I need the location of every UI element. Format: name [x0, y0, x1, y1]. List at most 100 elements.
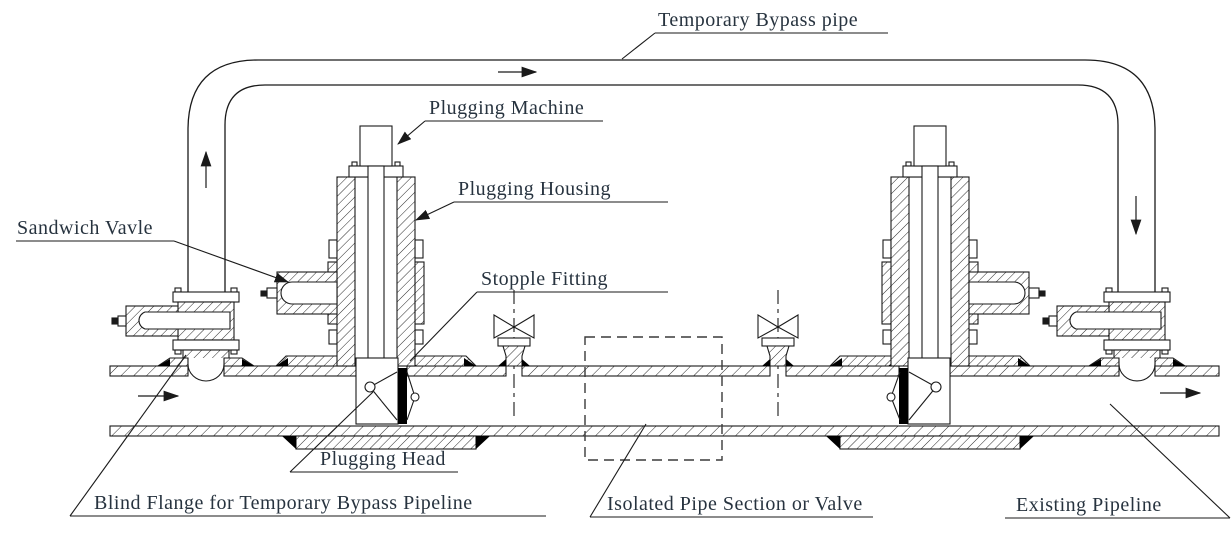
riser-bolt — [230, 287, 238, 293]
machine-bolt — [948, 161, 955, 167]
plugging-head-seal — [398, 368, 407, 424]
housing-side-flange — [414, 329, 424, 345]
stopple-fitting-sleeve — [839, 435, 1021, 450]
label-existing-pipeline: Existing Pipeline — [1016, 494, 1162, 516]
pipe-wall — [1154, 365, 1220, 377]
riser-bolt — [1105, 349, 1113, 355]
valve-bowtie-icon — [757, 314, 780, 339]
riser-lower-flange — [1103, 339, 1171, 351]
weld-bead — [476, 436, 490, 449]
weld-bead — [522, 359, 530, 366]
riser-bolt — [230, 349, 238, 355]
weld-bead — [762, 359, 770, 366]
riser-valve-stem-tip — [111, 317, 119, 325]
pipe-wall — [406, 365, 507, 377]
label-blind-flange: Blind Flange for Temporary Bypass Pipeli… — [94, 492, 473, 514]
head-linkage — [369, 386, 398, 421]
weld-bead — [1018, 358, 1030, 366]
plugging-rod — [367, 165, 385, 369]
head-pivot — [410, 392, 420, 402]
bypass-pipe — [187, 59, 1156, 294]
riser-bolt — [1105, 287, 1113, 293]
riser-upper-flange — [172, 291, 240, 303]
weld-bead — [826, 436, 840, 449]
weld-bead — [282, 436, 296, 449]
bypass-pipe-inner-wall — [224, 84, 1119, 294]
valve-bowtie-icon — [512, 314, 535, 339]
housing-side-flange — [968, 329, 978, 345]
head-pivot — [364, 381, 376, 393]
head-pivot — [886, 392, 896, 402]
pipe-wall — [109, 365, 189, 377]
head-pivot — [930, 381, 942, 393]
housing-side-flange — [882, 239, 892, 259]
sandwich-valve-stem-tip — [1038, 290, 1046, 297]
head-linkage — [908, 386, 937, 421]
label-sandwich-valve: Sandwich Vavle — [17, 217, 154, 239]
sandwich-valve-stem — [266, 287, 278, 299]
right-plugging-assembly — [826, 125, 1046, 450]
leader-isolated-section — [589, 423, 647, 518]
riser-dome — [1118, 358, 1156, 382]
valve-bowtie-icon — [493, 314, 516, 339]
vent-flange — [497, 337, 531, 347]
riser-upper-flange — [1103, 291, 1171, 303]
leader-plugging-housing — [415, 201, 455, 221]
weld-bead — [1020, 436, 1034, 449]
weld-bead — [1089, 359, 1101, 366]
left-plugging-assembly — [260, 125, 490, 450]
leader-plugging-head — [289, 391, 374, 473]
vent-flange — [761, 337, 795, 347]
vent-valve-right — [757, 290, 799, 418]
pipe-wall — [223, 365, 357, 377]
isolated-section-box — [584, 336, 723, 461]
sandwich-valve-stem — [1028, 287, 1040, 299]
leader-sandwich-valve — [173, 240, 290, 283]
flow-arrows — [138, 66, 1202, 402]
housing-side-flange — [882, 329, 892, 345]
valve-bowtie-icon — [776, 314, 799, 339]
riser-bolt — [1161, 287, 1169, 293]
vent-valve-left — [493, 290, 535, 418]
riser-valve-stem — [1048, 315, 1058, 327]
leader-temporary-bypass — [621, 32, 656, 60]
sandwich-valve-gate-slot — [968, 281, 1026, 305]
leader-blind-flange — [69, 354, 187, 517]
housing-side-flange — [968, 239, 978, 259]
plugging-machine-body — [913, 125, 947, 167]
plugging-head-seal — [899, 368, 908, 424]
label-isolated-section: Isolated Pipe Section or Valve — [607, 493, 863, 515]
weld-bead — [464, 358, 476, 366]
leader-plugging-machine — [397, 120, 426, 145]
bypass-pipe-outer-wall — [187, 59, 1156, 294]
riser-bolt — [1161, 349, 1169, 355]
left-riser-assembly — [111, 287, 256, 382]
label-plugging-housing: Plugging Housing — [458, 178, 612, 200]
pipe-wall — [785, 365, 900, 377]
weld-bead — [786, 359, 794, 366]
leader-stopple-fitting — [409, 291, 478, 362]
riser-lower-flange — [172, 339, 240, 351]
riser-valve-stem — [117, 315, 127, 327]
housing-side-flange — [328, 329, 338, 345]
riser-bolt — [174, 349, 182, 355]
pipe-wall — [109, 425, 1220, 437]
housing-side-flange — [414, 239, 424, 259]
label-stopple-fitting: Stopple Fitting — [481, 268, 608, 290]
machine-bolt — [905, 161, 912, 167]
leader-lines — [16, 32, 1231, 519]
vent-nozzle — [502, 345, 526, 367]
housing-side-flange — [328, 239, 338, 259]
weld-bead — [498, 359, 506, 366]
machine-bolt — [394, 161, 401, 167]
weld-bead — [158, 359, 170, 366]
weld-bead — [830, 358, 842, 366]
vent-nozzle — [766, 345, 790, 367]
riser-valve-gate-slot — [138, 311, 231, 330]
plugging-machine-body — [359, 125, 393, 167]
plugging-rod — [921, 165, 939, 369]
riser-valve-stem-tip — [1042, 317, 1050, 325]
sandwich-valve-stem-tip — [260, 290, 268, 297]
weld-bead — [242, 359, 254, 366]
